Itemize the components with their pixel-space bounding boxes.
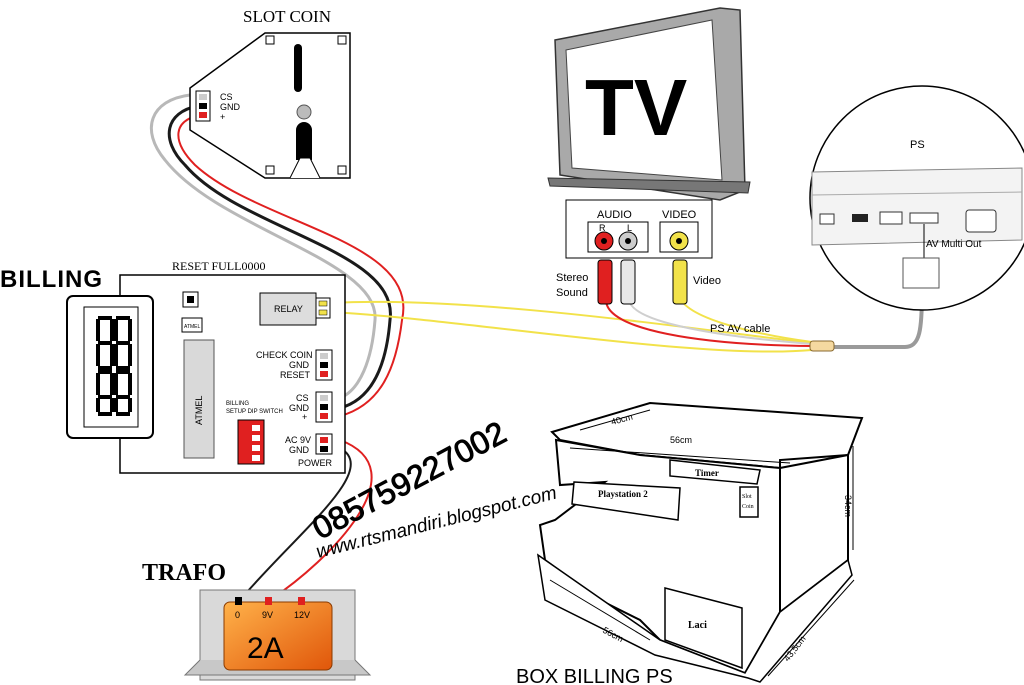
av-cable-label: PS AV cable xyxy=(710,323,770,335)
slot-coin-body xyxy=(189,32,351,179)
wire-plus-red xyxy=(177,115,405,417)
ps2-label: Playstation 2 xyxy=(598,489,648,499)
svg-text:Slot: Slot xyxy=(742,494,752,500)
trafo-terminal-9v: 9V xyxy=(262,610,273,620)
coin-slot-panel xyxy=(739,486,759,518)
reset-full-label: RESET FULL0000 xyxy=(172,259,265,273)
svg-text:ATMEL: ATMEL xyxy=(184,324,201,330)
chip-large-label: ATMEL xyxy=(194,396,204,425)
power-ac: AC 9V xyxy=(285,435,311,445)
slot-pin-gnd: GND xyxy=(220,102,241,112)
wire-relay-yellow-2 xyxy=(331,311,813,353)
ps-console: PS AV Multi Out PS AV cable xyxy=(710,85,1024,352)
sound-label: Sound xyxy=(556,287,588,299)
svg-text:R: R xyxy=(599,223,606,233)
relay-label: RELAY xyxy=(274,304,303,314)
slot-pin-cs: CS xyxy=(220,92,233,102)
chip-small xyxy=(181,317,203,333)
svg-text:RESET: RESET xyxy=(280,370,311,380)
chip-large xyxy=(183,339,215,459)
svg-text:BILLING: BILLING xyxy=(226,401,249,407)
slot-coin-title: SLOT COIN xyxy=(243,7,331,26)
timer-panel xyxy=(669,459,761,485)
check-coin-label: CHECK COIN xyxy=(256,350,313,360)
ps-title: PS xyxy=(910,139,925,151)
wire-gnd-black xyxy=(167,104,392,410)
tv-audio-label: AUDIO xyxy=(597,209,632,221)
wire-cs-grey xyxy=(149,93,377,400)
svg-text:SETUP DIP SWITCH: SETUP DIP SWITCH xyxy=(226,409,283,415)
dip-switch xyxy=(237,419,265,465)
av-cable-connector xyxy=(809,340,835,352)
svg-text:CS: CS xyxy=(296,393,309,403)
svg-text:Coin: Coin xyxy=(742,504,754,510)
stereo-label: Stereo xyxy=(556,272,588,284)
box-billing-ps xyxy=(536,401,864,683)
trafo-rating: 2A xyxy=(247,632,284,665)
ps-av-multi-out-port xyxy=(909,212,939,224)
slot-coin: SLOT COIN CS GND + xyxy=(189,7,351,179)
wire-rca-red xyxy=(605,299,813,347)
power-label: POWER xyxy=(298,458,333,468)
billing-board: BILLING RESET FULL0000 ATMEL ATMEL RELAY… xyxy=(0,259,346,474)
svg-text:+: + xyxy=(302,412,307,422)
ps2-slot xyxy=(571,481,681,521)
wire-gnd-black-trafo xyxy=(239,447,352,601)
trafo-terminal-0: 0 xyxy=(235,610,240,620)
svg-text:GND: GND xyxy=(289,403,310,413)
wire-relay-yellow-1 xyxy=(331,300,813,344)
svg-text:GND: GND xyxy=(289,445,310,455)
plug-red xyxy=(597,259,613,305)
svg-text:GND: GND xyxy=(289,360,310,370)
trafo-title: TRAFO xyxy=(142,560,226,586)
wire-rca-yellow xyxy=(679,297,813,343)
billing-title: BILLING xyxy=(0,266,103,293)
video-plug-label: Video xyxy=(693,275,721,287)
av-multi-out-label: AV Multi Out xyxy=(926,239,982,250)
tv: TV AUDIO VIDEO R L Stereo Sound Video xyxy=(547,7,751,305)
tv-screen-text: TV xyxy=(585,63,687,152)
wire-ac9v-red xyxy=(269,439,373,601)
drawer-label: Laci xyxy=(688,620,707,631)
dim-height: 34cm xyxy=(843,495,853,517)
dimension-arrows xyxy=(549,409,855,677)
seven-seg-digits xyxy=(96,316,132,416)
wires xyxy=(149,93,924,601)
box-title: BOX BILLING PS xyxy=(516,666,673,685)
trafo: TRAFO 0 9V 12V 2A xyxy=(142,560,372,681)
svg-text:L: L xyxy=(627,223,632,233)
plug-white xyxy=(620,259,636,305)
relay xyxy=(259,292,317,326)
timer-label: Timer xyxy=(695,468,719,478)
slot-pin-plus: + xyxy=(220,112,225,122)
drawer xyxy=(664,587,743,670)
dim-top-width: 56cm xyxy=(670,435,692,445)
trafo-terminal-12v: 12V xyxy=(294,610,310,620)
plug-yellow xyxy=(672,259,688,305)
coin-button xyxy=(296,104,312,120)
tv-video-label: VIDEO xyxy=(662,209,697,221)
wire-rca-white xyxy=(628,299,813,345)
trafo-core xyxy=(223,601,333,671)
